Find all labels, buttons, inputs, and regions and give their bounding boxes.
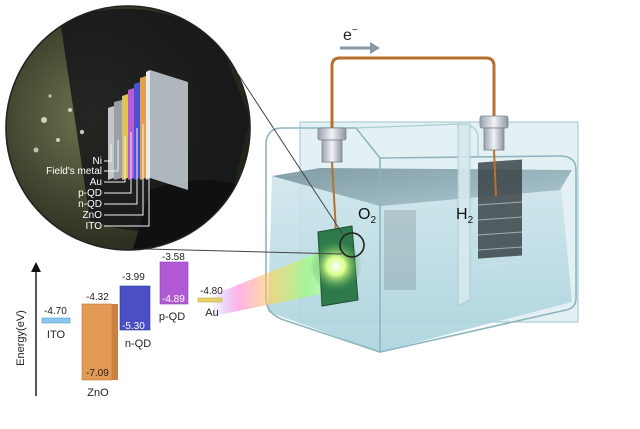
layer-ito — [150, 70, 188, 190]
zoom-connector-top — [237, 73, 345, 237]
band-nqd-name: n-QD — [125, 338, 151, 350]
layer-label-ni: Ni — [93, 156, 102, 167]
anode-lead — [331, 161, 337, 233]
band-nqd-top: -3.99 — [122, 272, 145, 283]
energy-axis-arrow — [31, 262, 41, 272]
tank-outline — [265, 127, 381, 354]
cathode-cap — [479, 115, 509, 151]
layer-leader-lines — [104, 120, 150, 227]
cathode-mesh-holes — [477, 201, 523, 266]
band-zno-top: -4.32 — [86, 292, 109, 303]
band-zno-name: ZnO — [87, 387, 109, 399]
cathode-lead — [493, 149, 497, 197]
band-ito-top: -4.70 — [44, 306, 67, 317]
electron-label: e− — [343, 25, 358, 44]
band-pqd — [159, 261, 189, 305]
tank-front-right — [379, 155, 577, 353]
band-ito — [41, 317, 71, 324]
band-au-name: Au — [205, 307, 218, 319]
layer-label-ito: ITO — [86, 221, 103, 232]
hydrogen-label: H2 — [456, 206, 474, 226]
oxygen-label: O2 — [358, 206, 376, 226]
electrolysis-tank — [265, 121, 579, 354]
photoelectrode-glow — [310, 240, 362, 292]
zoom-target-ring — [339, 232, 365, 258]
energy-diagram: Energy(eV) -4.70 ITO -4.32 -7.09 ZnO -3.… — [15, 252, 223, 399]
tank-divider-panel — [457, 123, 471, 307]
zoom-inset: Ni Field's metal Au p-QD n-QD ZnO ITO — [5, 5, 251, 251]
layer-label-fields-metal: Field's metal — [46, 166, 102, 177]
external-circuit: e− — [317, 25, 509, 233]
band-pqd-name: p-QD — [159, 311, 185, 323]
band-zno — [81, 303, 113, 381]
band-nqd — [119, 285, 151, 331]
band-pqd-top: -3.58 — [162, 252, 185, 263]
photoelectrode — [310, 225, 362, 307]
layer-labels: Ni Field's metal Au p-QD n-QD ZnO ITO — [46, 156, 102, 232]
band-ito-name: ITO — [47, 329, 66, 341]
electron-arrow-head — [370, 42, 380, 54]
layer-label-au: Au — [90, 177, 102, 188]
band-au — [197, 297, 223, 303]
divider-mesh — [384, 210, 416, 290]
layer-ni — [108, 106, 114, 180]
anode-cap — [317, 127, 347, 163]
layer-label-nqd: n-QD — [78, 199, 102, 210]
layer-label-zno: ZnO — [83, 210, 103, 221]
layer-label-pqd: p-QD — [78, 188, 102, 199]
band-au-top: -4.80 — [200, 286, 223, 297]
energy-axis-label: Energy(eV) — [15, 310, 27, 366]
band-zno-bottom: -7.09 — [86, 368, 109, 379]
cathode-mesh — [478, 159, 522, 259]
band-zno-edge — [112, 304, 118, 380]
band-pqd-bottom: -4.89 — [162, 294, 185, 305]
band-nqd-bottom: -5.30 — [122, 321, 145, 332]
copper-wire — [330, 56, 496, 138]
